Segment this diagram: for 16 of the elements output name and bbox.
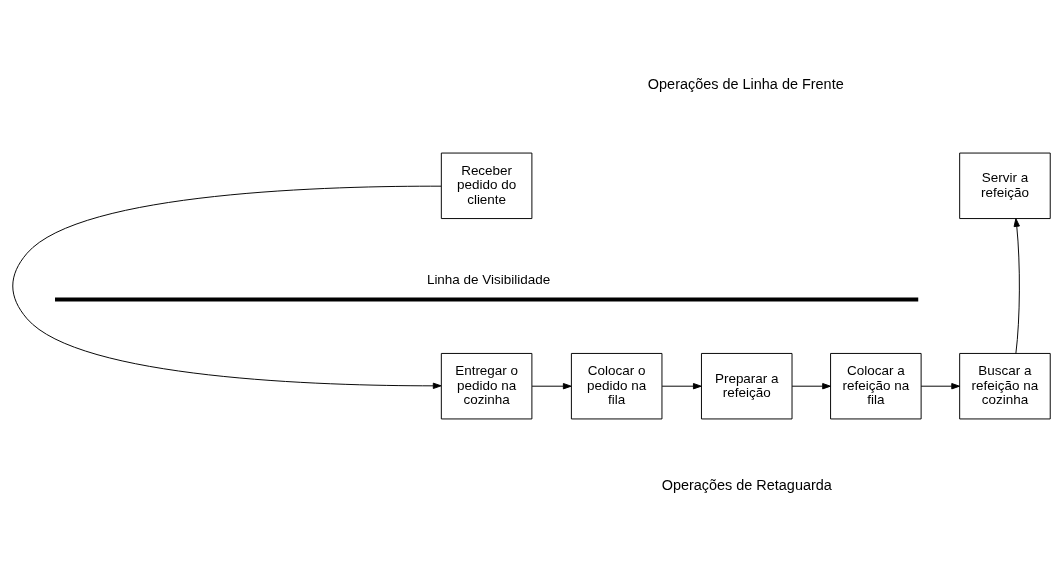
label: Operações de Retaguarda [661,476,832,493]
node-box: Colocar o pedido na fila [570,352,663,419]
arrow [531,382,572,389]
node-box: Receber pedido do cliente [440,152,533,219]
arrow [12,185,442,389]
label: Operações de Linha de Frente [647,75,844,92]
arrow [920,382,960,389]
arrow [791,382,831,389]
node-box: Preparar a refeição [701,352,793,419]
node-box: Colocar a refeição na fila [830,352,922,419]
arrow [1013,217,1020,354]
node-box: Entregar o pedido na cozinha [440,352,533,419]
node-box: Buscar a refeição na cozinha [959,352,1051,419]
node-box: Servir a refeição [959,152,1051,219]
label: Linha de Visibilidade [426,271,551,287]
arrow [661,382,702,389]
